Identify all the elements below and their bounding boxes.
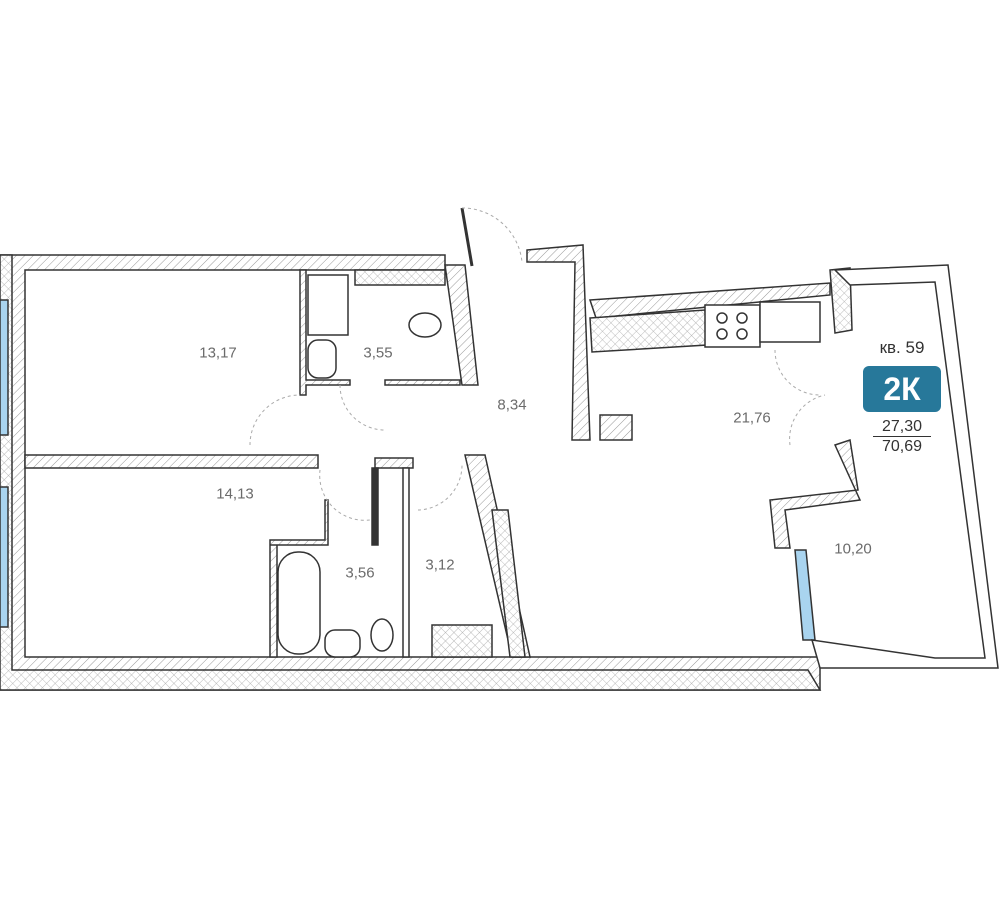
- door-swing: [461, 207, 523, 263]
- bathroom-1-wall: [299, 269, 351, 396]
- bathroom-1-wall: [384, 379, 461, 386]
- entry-door: [460, 207, 474, 267]
- burner: [736, 312, 748, 324]
- kitchen-wall: [588, 282, 831, 319]
- living-area: 27,30: [873, 418, 931, 437]
- total-area: 70,69: [881, 438, 923, 455]
- door-swing: [789, 394, 826, 446]
- room-area-label: 21,76: [733, 409, 771, 427]
- partition-wall: [374, 457, 414, 469]
- stove: [704, 304, 761, 348]
- toilet: [370, 618, 394, 652]
- burner: [736, 328, 748, 340]
- sink: [759, 301, 821, 343]
- hall-wall: [526, 244, 591, 441]
- window: [0, 299, 9, 436]
- door-swing: [339, 384, 386, 431]
- window: [0, 486, 9, 628]
- room-area-label: 13,17: [199, 344, 237, 362]
- outer-wall-bottom: [0, 254, 822, 691]
- room-area-label: 14,13: [216, 485, 254, 503]
- shower: [307, 274, 349, 336]
- duct: [491, 509, 526, 658]
- apartment-number: кв. 59: [879, 338, 925, 357]
- bathtub: [277, 551, 321, 655]
- washbasin: [307, 339, 337, 379]
- room-area-label: 10,20: [834, 540, 872, 558]
- room-area-label: 8,34: [497, 396, 527, 414]
- partition-wall: [371, 467, 379, 546]
- corridor-wall: [444, 264, 479, 386]
- door-swing: [249, 394, 301, 446]
- toilet: [408, 312, 442, 338]
- column: [599, 414, 633, 441]
- balcony-outline: [810, 264, 999, 669]
- duct: [431, 624, 493, 658]
- window: [794, 549, 816, 641]
- room-area-label: 3,12: [425, 556, 455, 574]
- room-area-label: 3,55: [363, 344, 393, 362]
- column: [829, 267, 853, 334]
- washbasin: [324, 629, 361, 658]
- balcony-wall: [769, 439, 862, 549]
- room-area-label: 3,56: [345, 564, 375, 582]
- burner: [716, 328, 728, 340]
- bathroom-2-wall: [269, 499, 329, 658]
- bedroom-divider-wall: [24, 454, 319, 469]
- door-swing: [774, 349, 821, 396]
- burner: [716, 312, 728, 324]
- kitchen-counter: [589, 309, 708, 353]
- duct: [354, 269, 446, 286]
- door-swing: [417, 464, 463, 511]
- partition-wall: [402, 467, 410, 658]
- apartment-info: кв. 59 2К 27,30 70,69: [862, 338, 942, 457]
- apartment-type-badge: 2К: [863, 366, 941, 412]
